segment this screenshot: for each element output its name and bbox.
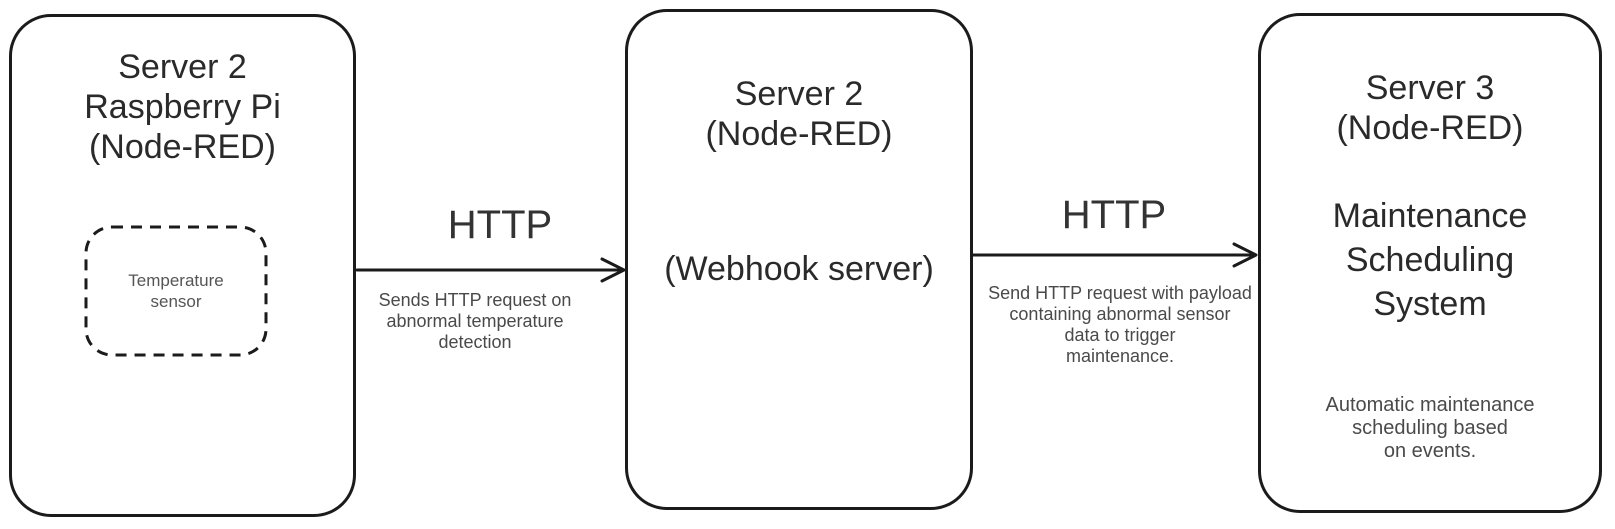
node-title: Server 3 (Node-RED) [1336, 69, 1524, 147]
arrowhead-icon [600, 257, 626, 283]
node-title: Server 2 (Node-RED) [705, 75, 893, 153]
node-subtitle: (Webhook server) [664, 250, 934, 288]
edge-label-http-1: HTTP [447, 203, 553, 247]
http-arrow-1 [355, 257, 626, 283]
edge-label-http-2: HTTP [1061, 193, 1167, 237]
edge-note-2: Send HTTP request with payload containin… [988, 283, 1252, 366]
system-name: Maintenance Scheduling System [1332, 197, 1528, 323]
temperature-sensor-node: Temperature sensor [84, 225, 268, 357]
node-server2-webhook: Server 2 (Node-RED) (Webhook server) [625, 9, 973, 510]
edge-note-1: Sends HTTP request on abnormal temperatu… [378, 290, 572, 352]
sensor-label: Temperature sensor [128, 271, 224, 311]
http-arrow-2 [971, 242, 1258, 268]
node-server3-maintenance: Server 3 (Node-RED) Maintenance Scheduli… [1258, 13, 1602, 513]
dashed-outline-icon [84, 225, 268, 357]
arrowhead-icon [1232, 242, 1258, 268]
node-title: Server 2 Raspberry Pi (Node-RED) [84, 48, 281, 166]
node-note: Automatic maintenance scheduling based o… [1325, 394, 1535, 462]
node-server2-raspberry-pi: Server 2 Raspberry Pi (Node-RED) Tempera… [9, 14, 356, 517]
